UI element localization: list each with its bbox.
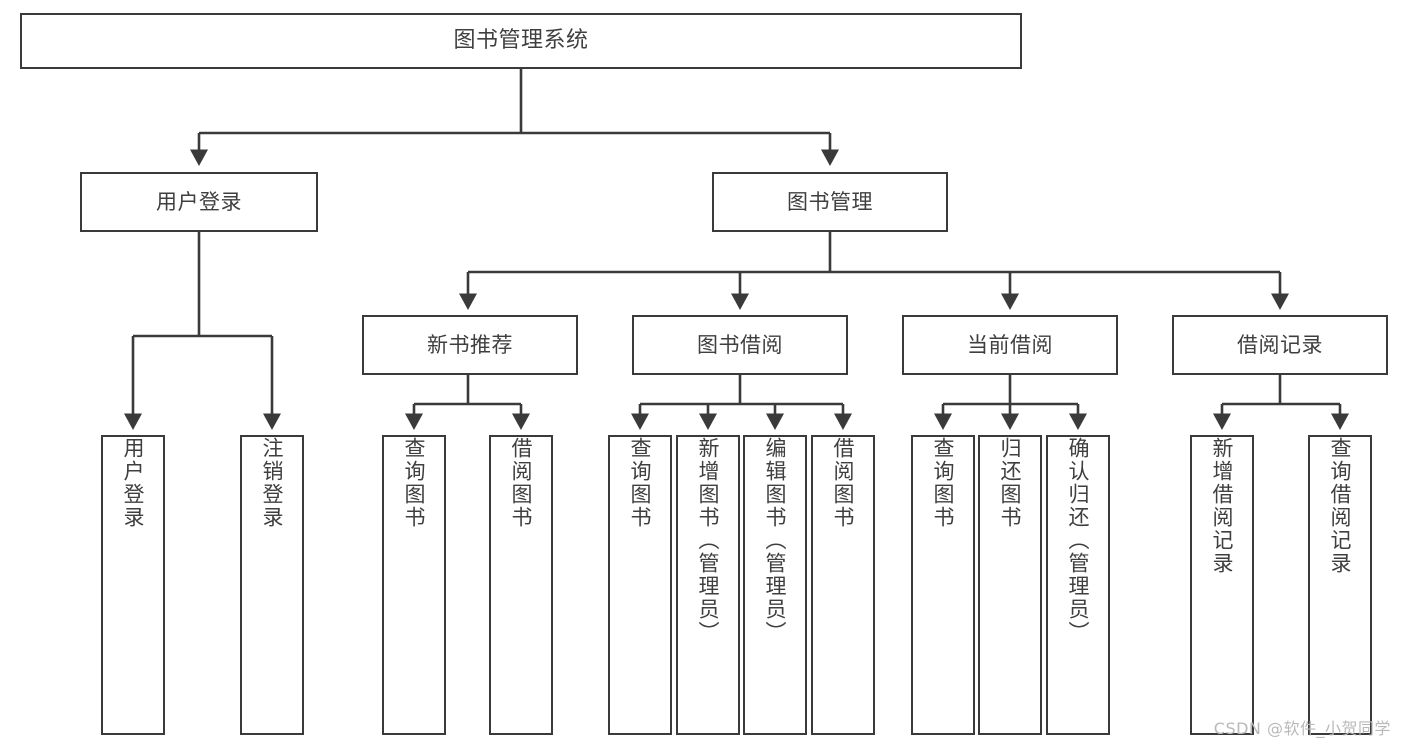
node-book-management[interactable]: 图书管理 bbox=[712, 172, 948, 232]
node-label: 查询借阅记录 bbox=[1328, 437, 1353, 575]
node-label: 编辑图书（管理员） bbox=[763, 437, 788, 644]
leaf-query-borrow-record[interactable]: 查询借阅记录 bbox=[1308, 435, 1372, 735]
node-label: 查询图书 bbox=[402, 437, 427, 529]
leaf-add-borrow-record[interactable]: 新增借阅记录 bbox=[1190, 435, 1254, 735]
node-label: 借阅图书 bbox=[509, 437, 534, 529]
node-label: 注销登录 bbox=[260, 437, 285, 529]
node-user-login[interactable]: 用户登录 bbox=[80, 172, 318, 232]
leaf-borrow-books[interactable]: 借阅图书 bbox=[811, 435, 875, 735]
node-label: 图书管理系统 bbox=[453, 28, 589, 54]
node-label: 新增图书（管理员） bbox=[696, 437, 721, 644]
leaf-query-books-recommend[interactable]: 查询图书 bbox=[382, 435, 446, 735]
node-label: 用户登录 bbox=[121, 437, 146, 529]
node-label: 借阅记录 bbox=[1237, 332, 1323, 357]
node-label: 确认归还（管理员） bbox=[1066, 437, 1091, 644]
leaf-return-books[interactable]: 归还图书 bbox=[978, 435, 1042, 735]
node-label: 图书借阅 bbox=[697, 332, 783, 357]
node-new-book-recommend[interactable]: 新书推荐 bbox=[362, 315, 578, 375]
watermark: CSDN @软件_小贺同学 bbox=[1213, 719, 1391, 738]
leaf-query-books-current[interactable]: 查询图书 bbox=[911, 435, 975, 735]
node-root-system[interactable]: 图书管理系统 bbox=[20, 13, 1022, 69]
leaf-confirm-return-admin[interactable]: 确认归还（管理员） bbox=[1046, 435, 1110, 735]
leaf-query-books-borrow[interactable]: 查询图书 bbox=[608, 435, 672, 735]
node-label: 新增借阅记录 bbox=[1210, 437, 1235, 575]
node-label: 借阅图书 bbox=[831, 437, 856, 529]
node-label: 归还图书 bbox=[998, 437, 1023, 529]
leaf-user-login[interactable]: 用户登录 bbox=[101, 435, 165, 735]
node-label: 当前借阅 bbox=[967, 332, 1053, 357]
leaf-add-book-admin[interactable]: 新增图书（管理员） bbox=[676, 435, 740, 735]
node-label: 查询图书 bbox=[628, 437, 653, 529]
leaf-edit-book-admin[interactable]: 编辑图书（管理员） bbox=[743, 435, 807, 735]
node-label: 用户登录 bbox=[156, 189, 242, 214]
node-label: 查询图书 bbox=[931, 437, 956, 529]
node-current-borrow[interactable]: 当前借阅 bbox=[902, 315, 1118, 375]
node-book-borrow[interactable]: 图书借阅 bbox=[632, 315, 848, 375]
leaf-borrow-books-recommend[interactable]: 借阅图书 bbox=[489, 435, 553, 735]
node-label: 图书管理 bbox=[787, 189, 873, 214]
node-label: 新书推荐 bbox=[427, 332, 513, 357]
node-borrow-record[interactable]: 借阅记录 bbox=[1172, 315, 1388, 375]
leaf-logout[interactable]: 注销登录 bbox=[240, 435, 304, 735]
